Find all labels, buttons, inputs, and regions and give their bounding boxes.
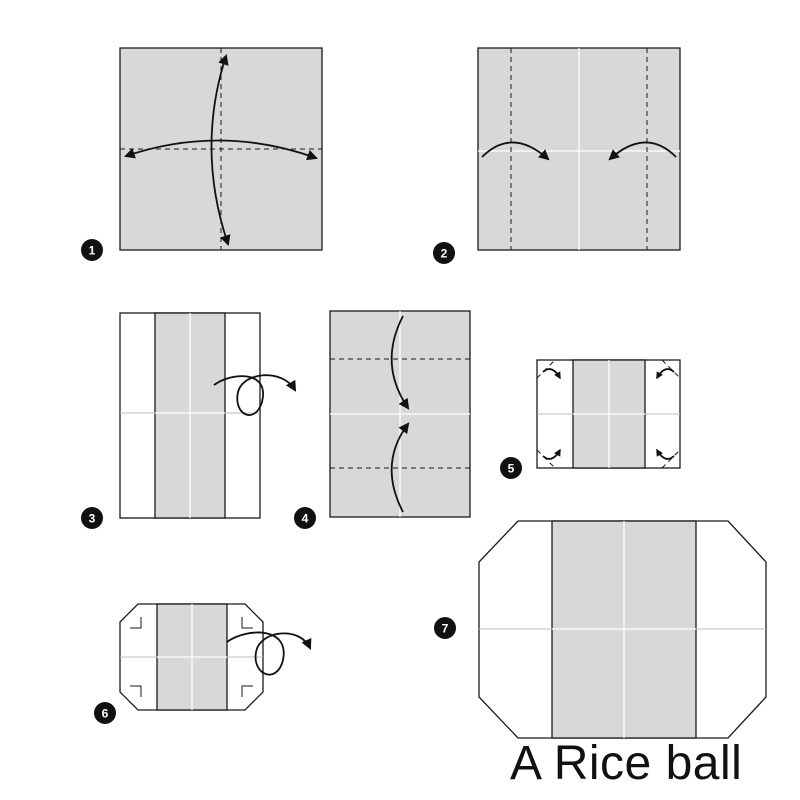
step-4-badge: 4 <box>294 507 316 529</box>
step-5-corner-arrow-bl <box>542 448 561 460</box>
step-3-turn-over-arrow <box>213 374 297 416</box>
step-4-number: 4 <box>302 512 309 526</box>
step-4-top-arrow <box>390 315 410 410</box>
step-5-diagram <box>536 359 681 469</box>
step-5-corner-arrow-tr <box>656 368 675 380</box>
step-5-badge: 5 <box>500 457 522 479</box>
step-1-badge: 1 <box>81 239 103 261</box>
step-3-diagram <box>119 312 297 519</box>
step-3-badge: 3 <box>81 507 103 529</box>
step-2-badge: 2 <box>433 242 455 264</box>
step-6-number: 6 <box>102 707 109 721</box>
step-6-turn-over-arrow <box>226 631 312 676</box>
step-7-diagram <box>478 520 767 739</box>
step-1-horizontal-arrow <box>123 139 319 161</box>
step-5-corner-arrow-br <box>656 448 675 460</box>
step-7-badge: 7 <box>434 617 456 639</box>
step-7-number: 7 <box>442 622 449 636</box>
step-4-diagram <box>329 310 471 518</box>
step-4-bottom-arrow <box>390 422 410 513</box>
step-1-diagram <box>119 47 323 251</box>
step-3-number: 3 <box>89 512 96 526</box>
step-6-corner-flap-tr <box>241 617 253 629</box>
step-6-corner-flap-tl <box>130 617 142 629</box>
step-6-corner-flap-br <box>241 685 253 697</box>
step-1-number: 1 <box>89 244 96 258</box>
step-6-corner-flap-bl <box>130 685 142 697</box>
step-5-number: 5 <box>508 462 515 476</box>
step-2-number: 2 <box>441 247 448 261</box>
step-2-left-arrow <box>481 141 550 161</box>
step-2-right-arrow <box>608 141 677 161</box>
step-2-diagram <box>477 47 681 251</box>
step-6-badge: 6 <box>94 702 116 724</box>
step-6-diagram <box>119 603 312 711</box>
step-5-corner-arrow-tl <box>542 368 561 380</box>
diagram-title: A Rice ball <box>510 737 743 790</box>
